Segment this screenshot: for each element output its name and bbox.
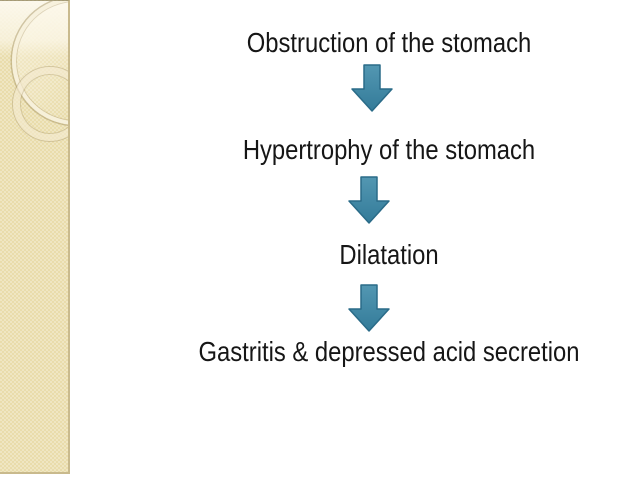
decorative-sidebar [0,0,70,474]
flow-step-gastritis: Gastritis & depressed acid secretion [198,336,580,367]
down-arrow-icon [348,176,390,224]
flow-step-dilatation: Dilatation [339,239,439,270]
flow-step-obstruction: Obstruction of the stomach [246,27,532,58]
down-arrow-icon [348,284,390,332]
flow-step-hypertrophy: Hypertrophy of the stomach [242,134,536,165]
down-arrow-icon [351,64,393,112]
decorative-ring [13,67,68,141]
